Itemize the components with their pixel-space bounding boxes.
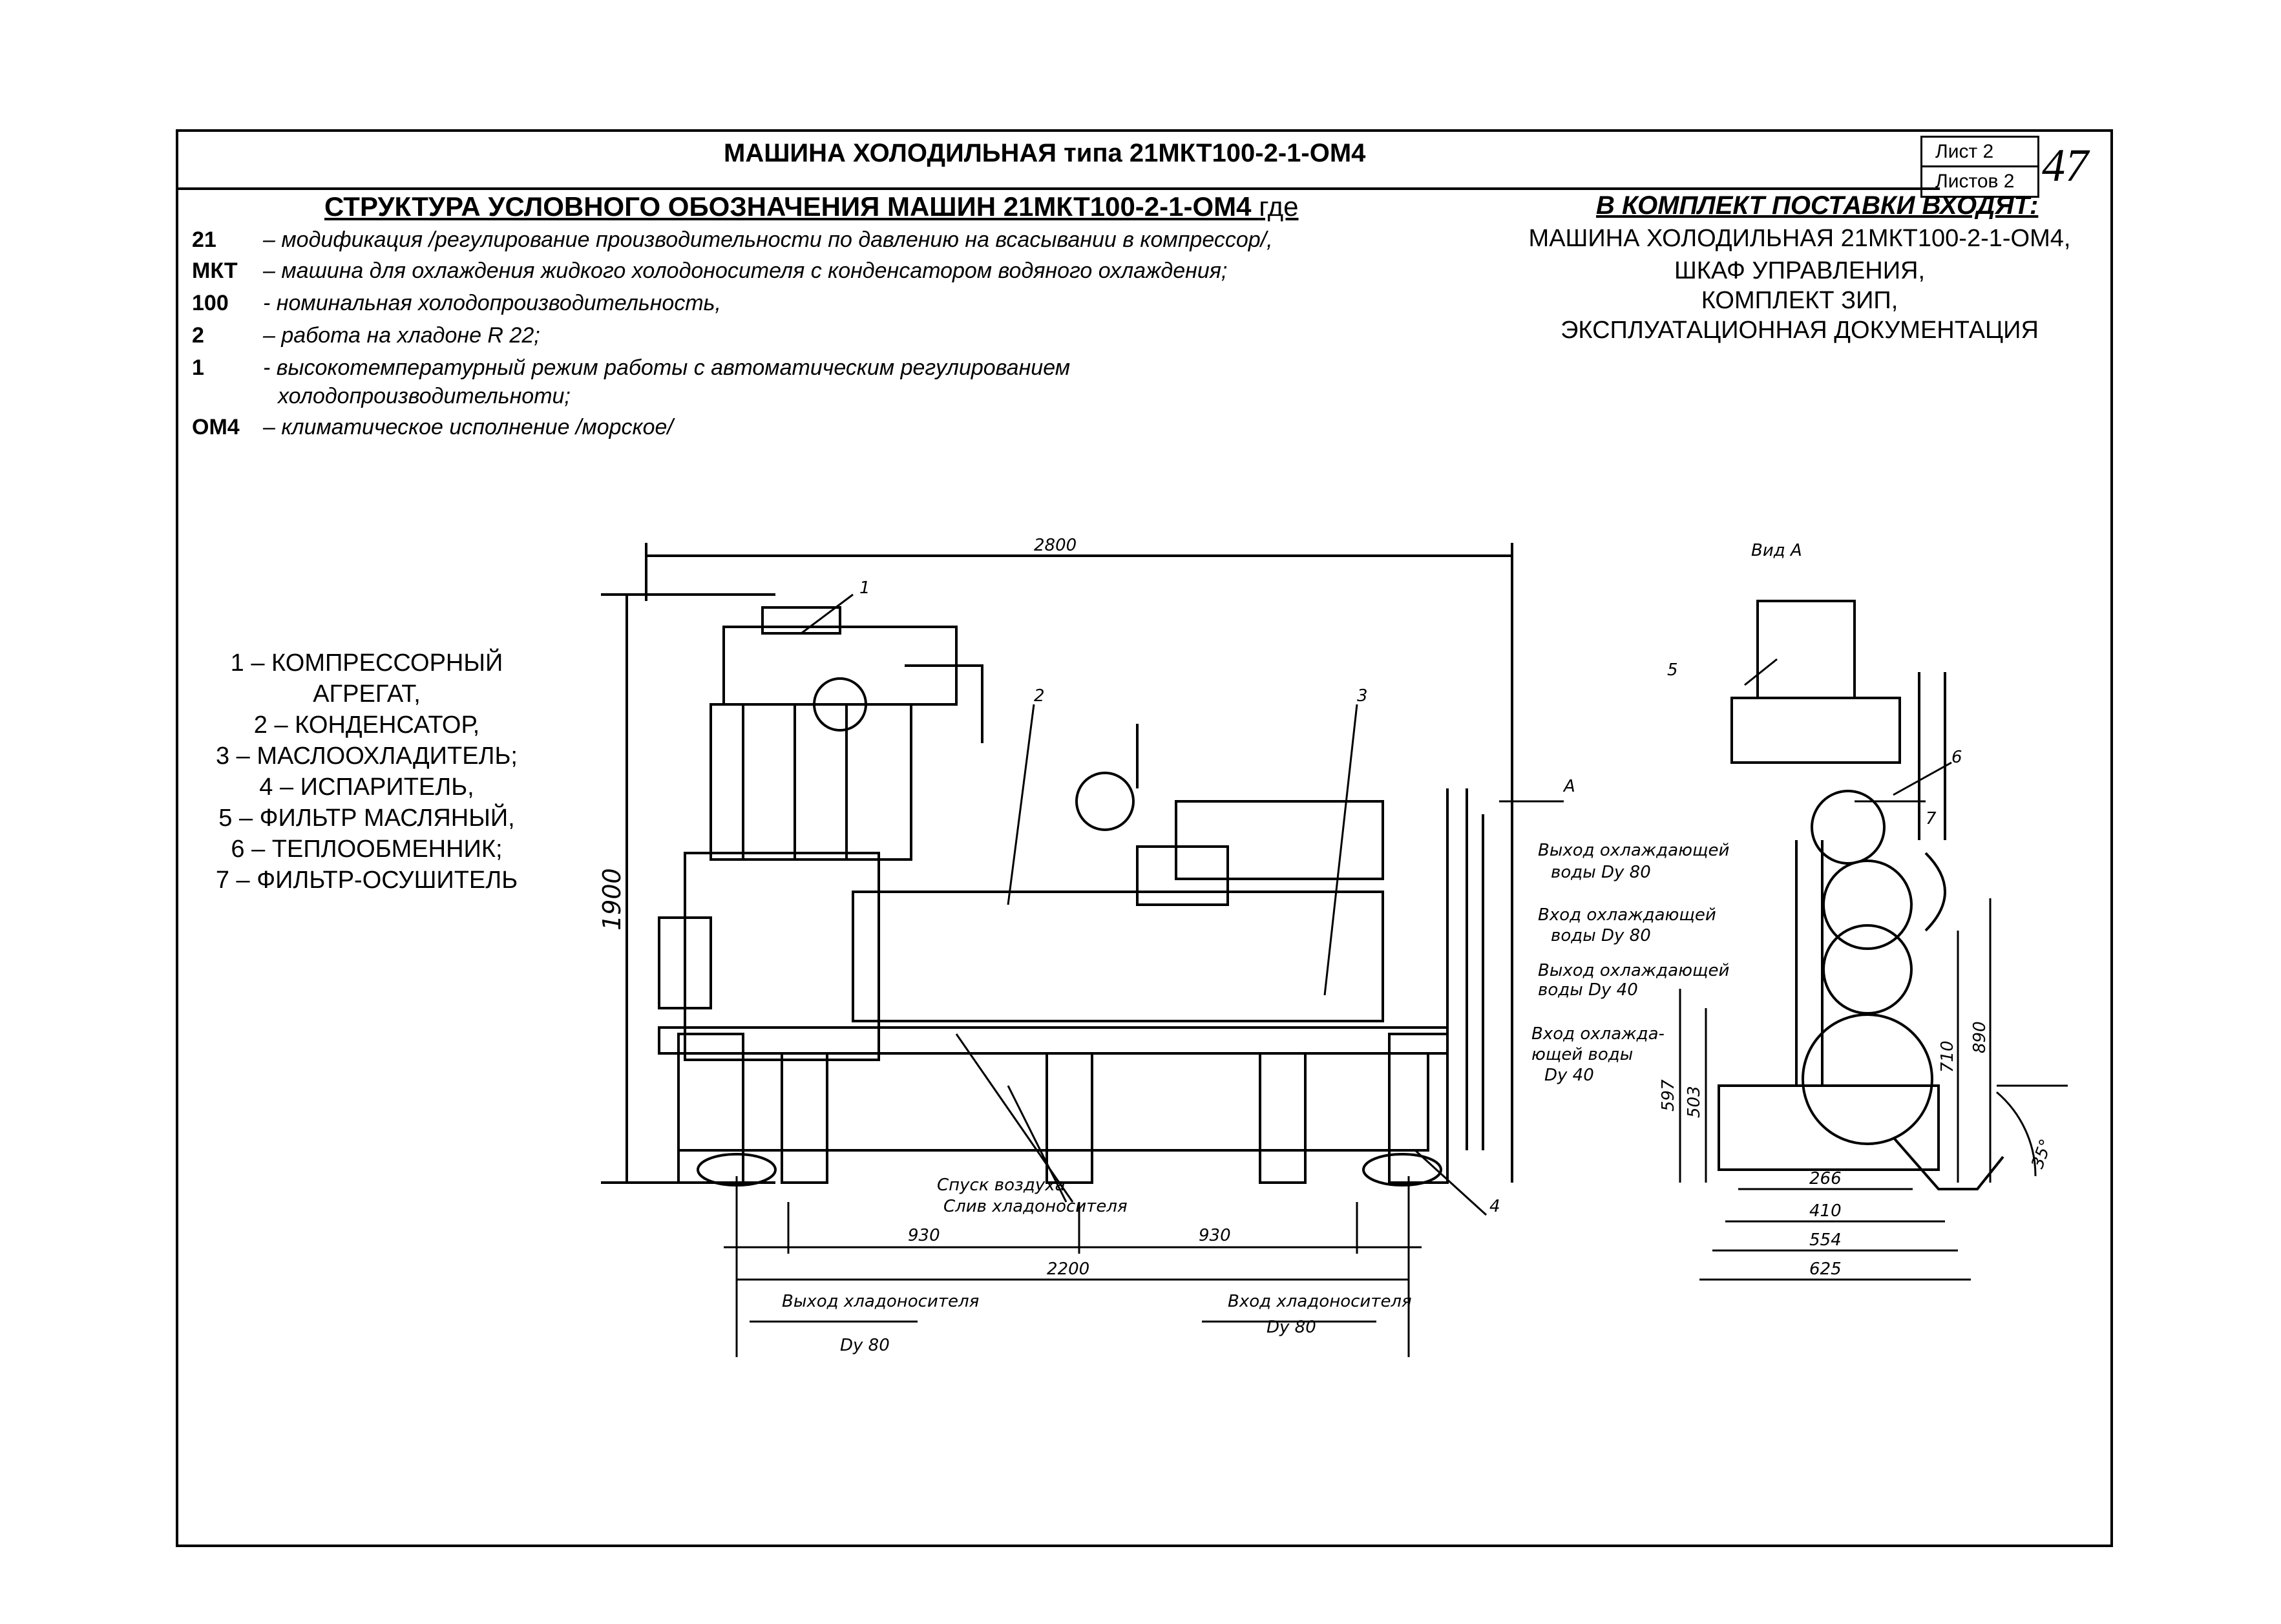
sheets-total-label: Листов 2 — [1922, 165, 2037, 195]
code-row: 2 – работа на хладоне R 22; — [192, 323, 540, 348]
supply-item: ЭКСПЛУАТАЦИОННАЯ ДОКУМЕНТАЦИЯ — [1561, 317, 2039, 344]
dim-710: 710 — [1938, 1040, 1957, 1073]
legend-item: 5 – ФИЛЬТР МАСЛЯНЫЙ, — [218, 805, 515, 832]
dim-597: 597 — [1659, 1079, 1678, 1112]
legend-item: 3 – МАСЛООХЛАДИТЕЛЬ; — [215, 743, 518, 770]
page-number: 47 — [2042, 140, 2088, 191]
supply-title: В КОМПЛЕКТ ПОСТАВКИ ВХОДЯТ: — [1596, 191, 2039, 220]
coolant-in-label: Вход хладоносителя — [1228, 1292, 1412, 1311]
code-desc: – работа на хладоне R 22; — [263, 323, 540, 348]
code-key: 2 — [192, 323, 204, 348]
callout-1: 1 — [859, 578, 870, 598]
code-key: 21 — [192, 227, 216, 252]
legend-item: 1 – КОМПРЕССОРНЫЙ — [230, 649, 503, 677]
water-out-2-label: Выход охлаждающей — [1538, 961, 1729, 980]
code-key: 1 — [192, 355, 204, 380]
supply-item: КОМПЛЕКТ ЗИП, — [1701, 287, 1898, 314]
water-out-2-size: воды Dy 40 — [1538, 980, 1638, 1000]
arrow-a-label: А — [1562, 777, 1575, 796]
coolant-in-size: Dy 80 — [1267, 1318, 1316, 1337]
code-desc: – модификация /регулирование производите… — [263, 227, 1273, 252]
code-row: 21 – модификация /регулирование производи… — [192, 227, 1273, 253]
coolant-out-size: Dy 80 — [840, 1336, 890, 1355]
dim-503: 503 — [1685, 1086, 1704, 1118]
dim-625: 625 — [1809, 1260, 1842, 1279]
code-row: МКТ – машина для охлаждения жидкого холод… — [192, 258, 1227, 284]
machine-drawing: 2800 1900 1 2 3 4 Спуск воздуха Слив хла… — [598, 536, 2068, 1357]
code-row: холодопроизводительноти; — [207, 384, 571, 409]
supply-item: ШКАФ УПРАВЛЕНИЯ, — [1674, 257, 1926, 284]
water-out-1-label: Выход охлаждающей — [1538, 841, 1729, 860]
code-desc: холодопроизводительноти; — [278, 384, 571, 408]
sheet-label: Лист 2 — [1935, 141, 1994, 162]
callout-4: 4 — [1489, 1197, 1500, 1216]
coolant-out-label: Выход хладоносителя — [782, 1292, 979, 1311]
drawing-frame — [176, 129, 2113, 1547]
structure-title: СТРУКТУРА УСЛОВНОГО ОБОЗНАЧЕНИЯ МАШИН 21… — [324, 191, 1299, 222]
water-in-2-label: Вход охлажда- — [1531, 1024, 1665, 1044]
water-in-2-size: Dy 40 — [1544, 1066, 1594, 1085]
legend-item: 6 – ТЕПЛООБМЕННИК; — [231, 836, 503, 863]
dim-length: 2800 — [1034, 536, 1077, 555]
dim-930-right: 930 — [1199, 1226, 1231, 1245]
side-view — [601, 543, 1564, 1357]
dim-890: 890 — [1970, 1021, 1990, 1053]
air-release-label: Спуск воздуха — [937, 1176, 1066, 1195]
dim-930-left: 930 — [908, 1226, 940, 1245]
legend-item: 7 – ФИЛЬТР-ОСУШИТЕЛЬ — [215, 867, 518, 894]
callout-2: 2 — [1034, 686, 1045, 706]
legend-item: АГРЕГАТ, — [313, 680, 421, 708]
structure-title-text: СТРУКТУРА УСЛОВНОГО ОБОЗНАЧЕНИЯ МАШИН 21… — [324, 191, 1252, 222]
code-row: 100 - номинальная холодопроизводительност… — [192, 291, 721, 316]
dim-410: 410 — [1809, 1201, 1842, 1221]
callout-3: 3 — [1357, 686, 1368, 706]
legend-item: 4 – ИСПАРИТЕЛЬ, — [259, 774, 474, 801]
callout-7: 7 — [1926, 809, 1937, 828]
water-out-1-size: воды Dy 80 — [1551, 863, 1651, 882]
code-desc: - номинальная холодопроизводительность, — [263, 291, 721, 315]
code-key: ОМ4 — [192, 415, 240, 439]
page-title: МАШИНА ХОЛОДИЛЬНАЯ типа 21МКТ100-2-1-ОМ4 — [724, 139, 1366, 167]
code-row: ОМ4 – климатическое исполнение /морское/ — [192, 415, 673, 440]
callout-5: 5 — [1667, 660, 1678, 680]
dim-266: 266 — [1809, 1169, 1842, 1188]
dim-2200: 2200 — [1047, 1260, 1089, 1279]
coolant-drain-label: Слив хладоносителя — [943, 1197, 1128, 1216]
angle-35: 35° — [2028, 1137, 2056, 1172]
callout-6: 6 — [1951, 748, 1962, 767]
code-desc: – машина для охлаждения жидкого холодоно… — [263, 258, 1228, 283]
title-bar — [176, 129, 1940, 190]
dim-height: 1900 — [598, 868, 626, 931]
legend-item: 2 – КОНДЕНСАТОР, — [253, 712, 480, 739]
code-desc: – климатическое исполнение /морское/ — [263, 415, 673, 439]
code-row: 1 - высокотемпературный режим работы с ав… — [192, 355, 1070, 381]
code-key: МКТ — [192, 258, 238, 283]
structure-title-suffix: где — [1259, 191, 1299, 222]
sheet-box: Лист 2 Листов 2 — [1920, 136, 2039, 198]
supply-item: МАШИНА ХОЛОДИЛЬНАЯ 21МКТ100-2-1-ОМ4, — [1528, 225, 2071, 252]
view-a — [1679, 600, 2068, 1281]
view-a-label: Вид А — [1751, 541, 1802, 560]
code-desc: - высокотемпературный режим работы с авт… — [263, 355, 1071, 380]
water-in-1-label: Вход охлаждающей — [1538, 905, 1716, 925]
code-key: 100 — [192, 291, 229, 315]
dim-554: 554 — [1809, 1230, 1842, 1250]
water-in-1-size: воды Dy 80 — [1551, 926, 1651, 945]
component-legend: 1 – КОМПРЕССОРНЫЙ АГРЕГАТ, 2 – КОНДЕНСАТ… — [191, 648, 543, 896]
water-in-2-label-b: ющей воды — [1531, 1045, 1633, 1064]
